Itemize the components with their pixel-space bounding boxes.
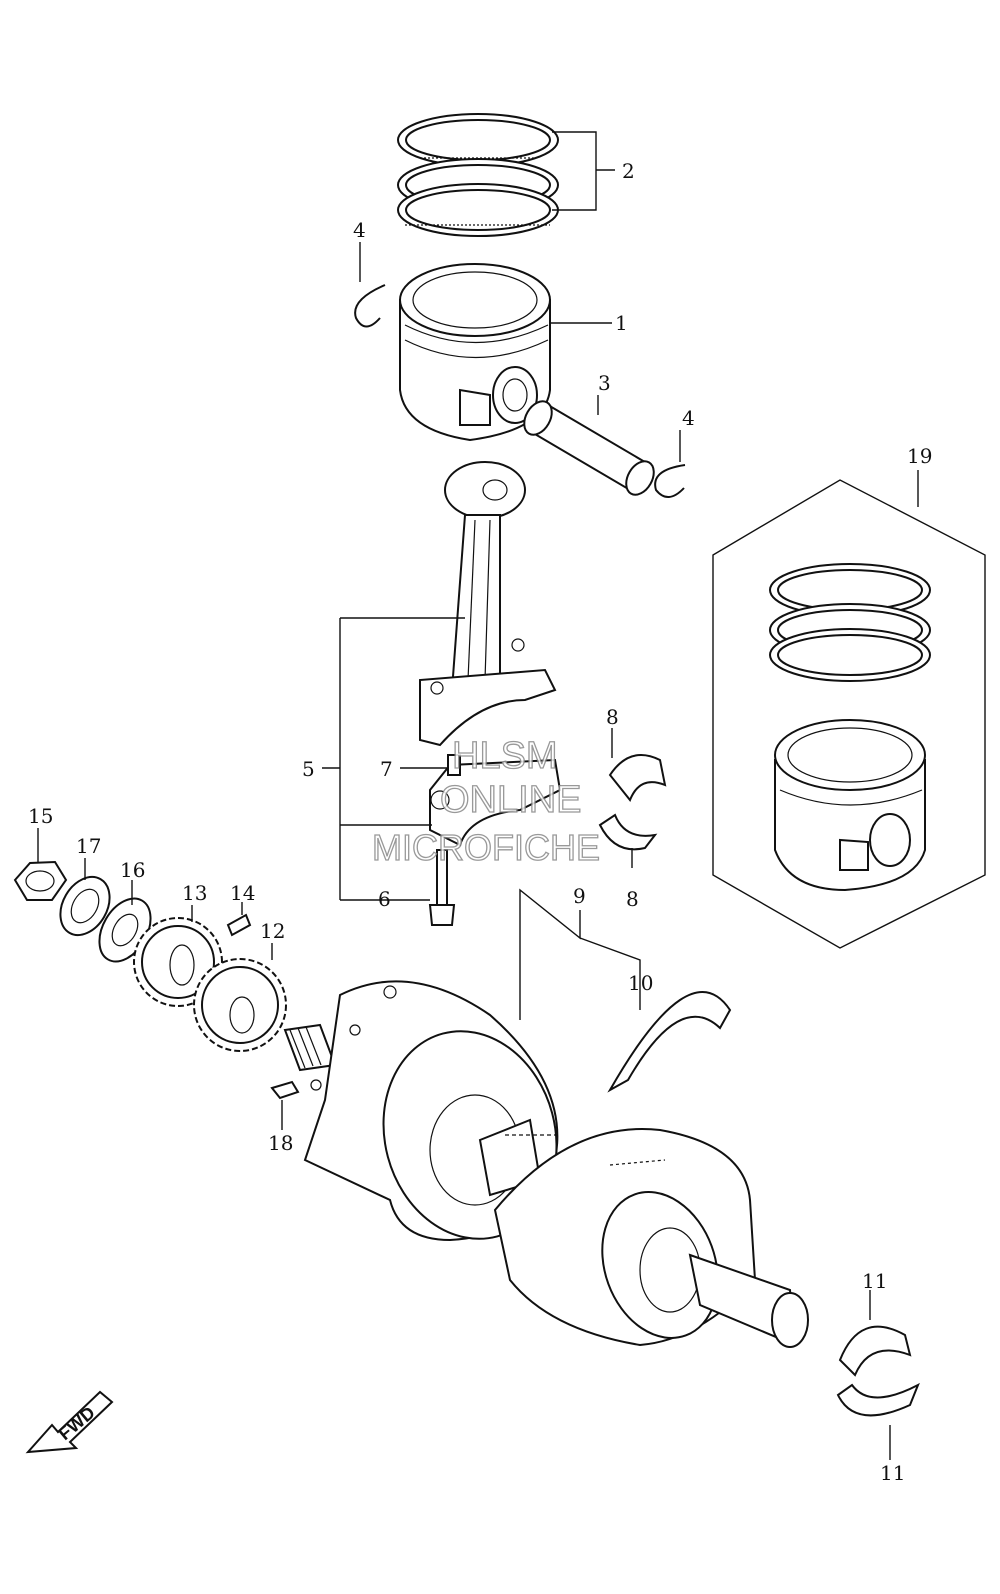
rod-bolt xyxy=(428,849,456,926)
callout-16: 16 xyxy=(120,858,145,882)
main-bearing xyxy=(836,1325,920,1417)
callout-8a: 8 xyxy=(606,705,619,729)
conrod-bearing-lower xyxy=(598,813,658,851)
callout-7: 7 xyxy=(380,757,393,781)
connecting-rod xyxy=(419,461,557,747)
callout-15: 15 xyxy=(28,804,53,828)
piston-rings xyxy=(397,113,559,237)
callout-13: 13 xyxy=(182,881,207,905)
watermark-line1: HLSM xyxy=(452,735,558,777)
nut xyxy=(13,860,68,901)
callout-9: 9 xyxy=(573,884,586,908)
gear-12 xyxy=(193,958,287,1052)
callout-3: 3 xyxy=(598,371,611,395)
callout-11a: 11 xyxy=(862,1269,887,1293)
callout-19: 19 xyxy=(907,444,932,468)
conrod-bearing-upper xyxy=(608,754,667,802)
circlip-left xyxy=(354,284,386,328)
callout-18: 18 xyxy=(268,1131,293,1155)
washer-17 xyxy=(59,875,111,937)
piston xyxy=(399,263,551,442)
callout-12: 12 xyxy=(260,919,285,943)
watermark-line3: MICROFICHE xyxy=(372,827,600,868)
callout-11b: 11 xyxy=(880,1461,905,1485)
piston-kit-box xyxy=(712,479,986,949)
watermark-line2: ONLINE xyxy=(440,779,581,821)
circlip-right xyxy=(654,464,686,498)
callout-1: 1 xyxy=(615,311,628,335)
callout-6: 6 xyxy=(378,887,391,911)
callout-8b: 8 xyxy=(626,887,639,911)
callout-10: 10 xyxy=(628,971,653,995)
callout-4b: 4 xyxy=(682,406,695,430)
callout-17: 17 xyxy=(76,834,101,858)
watermark: HLSM ONLINE MICROFICHE xyxy=(371,734,600,868)
piston-pin xyxy=(523,400,655,496)
crankshaft xyxy=(283,980,809,1348)
fwd-arrow: FWD xyxy=(25,1390,114,1454)
thrust-washer xyxy=(607,991,732,1093)
callout-2: 2 xyxy=(622,159,635,183)
callout-4a: 4 xyxy=(353,218,366,242)
key-18 xyxy=(270,1080,300,1100)
spring-14 xyxy=(226,913,252,937)
connecting-rod-cap xyxy=(429,754,562,847)
callout-14: 14 xyxy=(230,881,255,905)
callout-5: 5 xyxy=(302,757,315,781)
